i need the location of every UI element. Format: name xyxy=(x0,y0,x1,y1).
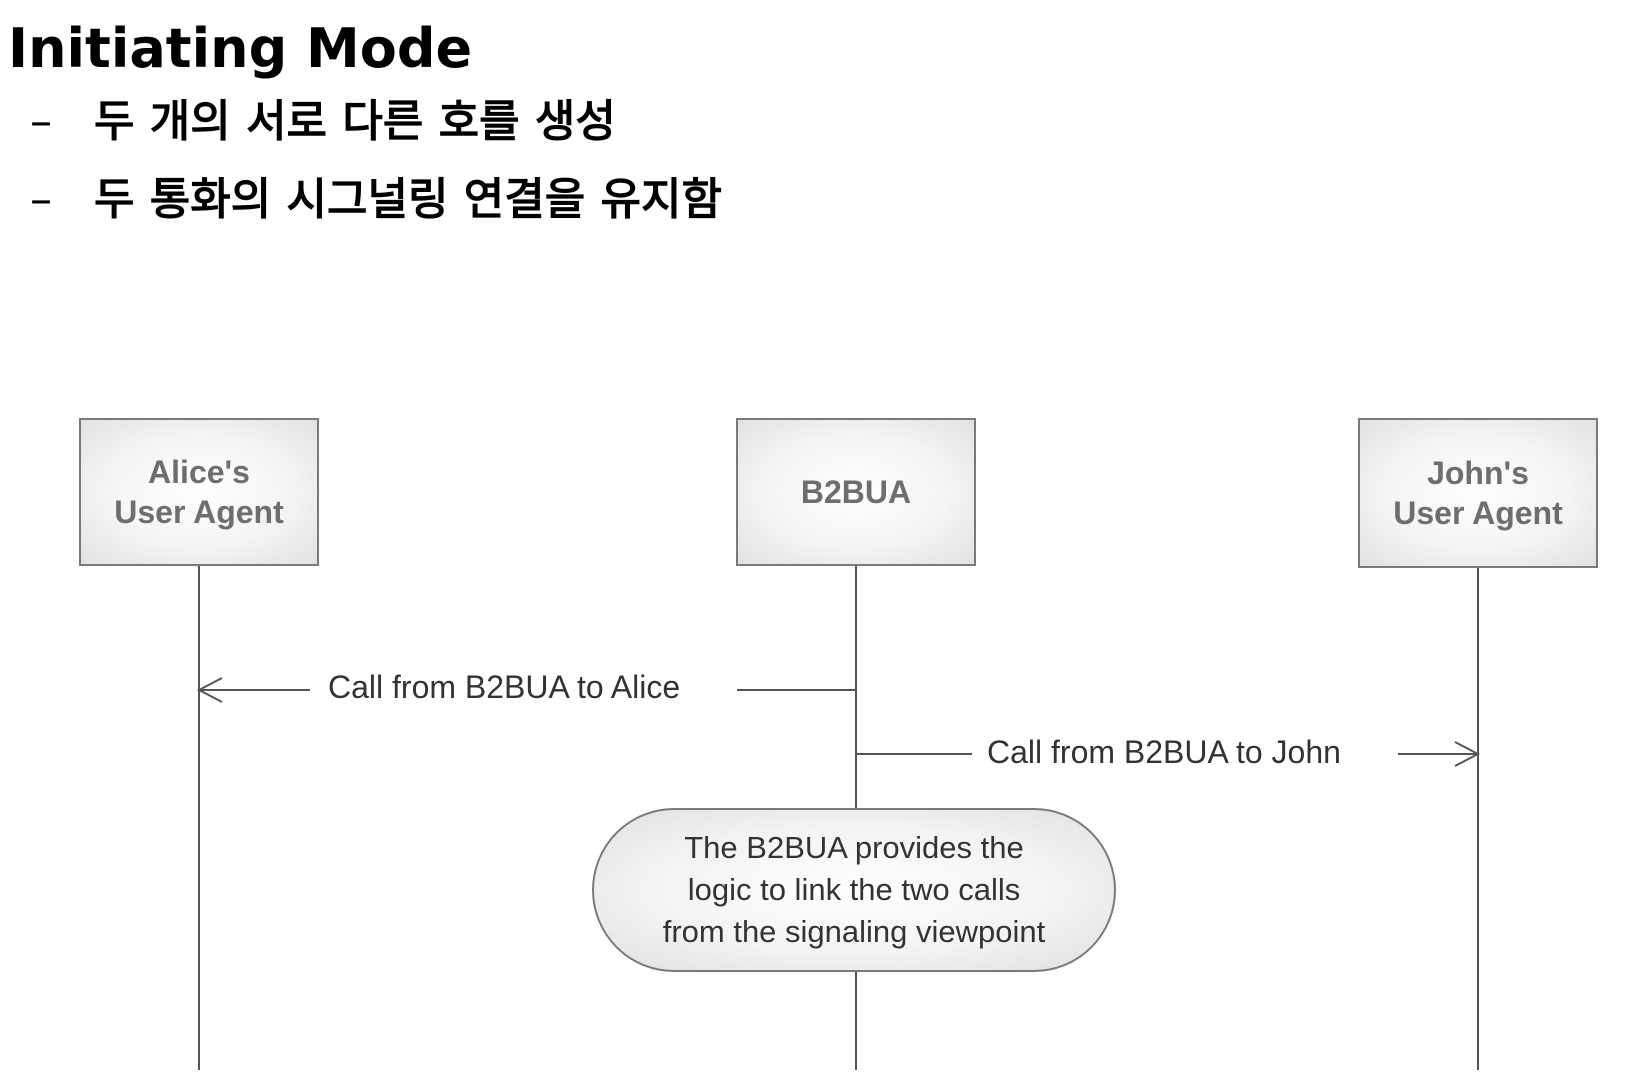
arrow-to-alice-head xyxy=(196,677,223,703)
bullet-marker: – xyxy=(30,96,52,147)
note-line: logic to link the two calls xyxy=(687,872,1021,907)
message-label-to-alice: Call from B2BUA to Alice xyxy=(328,668,681,706)
bullet-text: 두 통화의 시그널링 연결을 유지함 xyxy=(94,174,722,225)
participant-b2bua: B2BUA xyxy=(736,418,976,566)
bullet-item: –두 개의 서로 다른 호를 생성 xyxy=(30,94,616,150)
message-label-to-john: Call from B2BUA to John xyxy=(987,733,1341,771)
page-title: Initiating Mode xyxy=(8,17,473,80)
bullet-item: –두 통화의 시그널링 연결을 유지함 xyxy=(30,172,722,228)
participant-label: John's xyxy=(1427,455,1529,491)
participant-label: B2BUA xyxy=(800,474,912,510)
participant-alice-user-agent: Alice's User Agent xyxy=(79,418,319,566)
note-line: from the signaling viewpoint xyxy=(662,914,1046,949)
participant-label: Alice's xyxy=(148,454,250,490)
participant-label: User Agent xyxy=(114,494,284,530)
b2bua-note: The B2BUA provides the logic to link the… xyxy=(592,808,1116,972)
participant-label: User Agent xyxy=(1393,495,1563,531)
participant-john-user-agent: John's User Agent xyxy=(1358,418,1598,568)
arrow-to-john-head xyxy=(1454,741,1481,767)
note-line: The B2BUA provides the xyxy=(684,830,1024,865)
bullet-marker: – xyxy=(30,174,52,225)
bullet-text: 두 개의 서로 다른 호를 생성 xyxy=(94,96,616,147)
